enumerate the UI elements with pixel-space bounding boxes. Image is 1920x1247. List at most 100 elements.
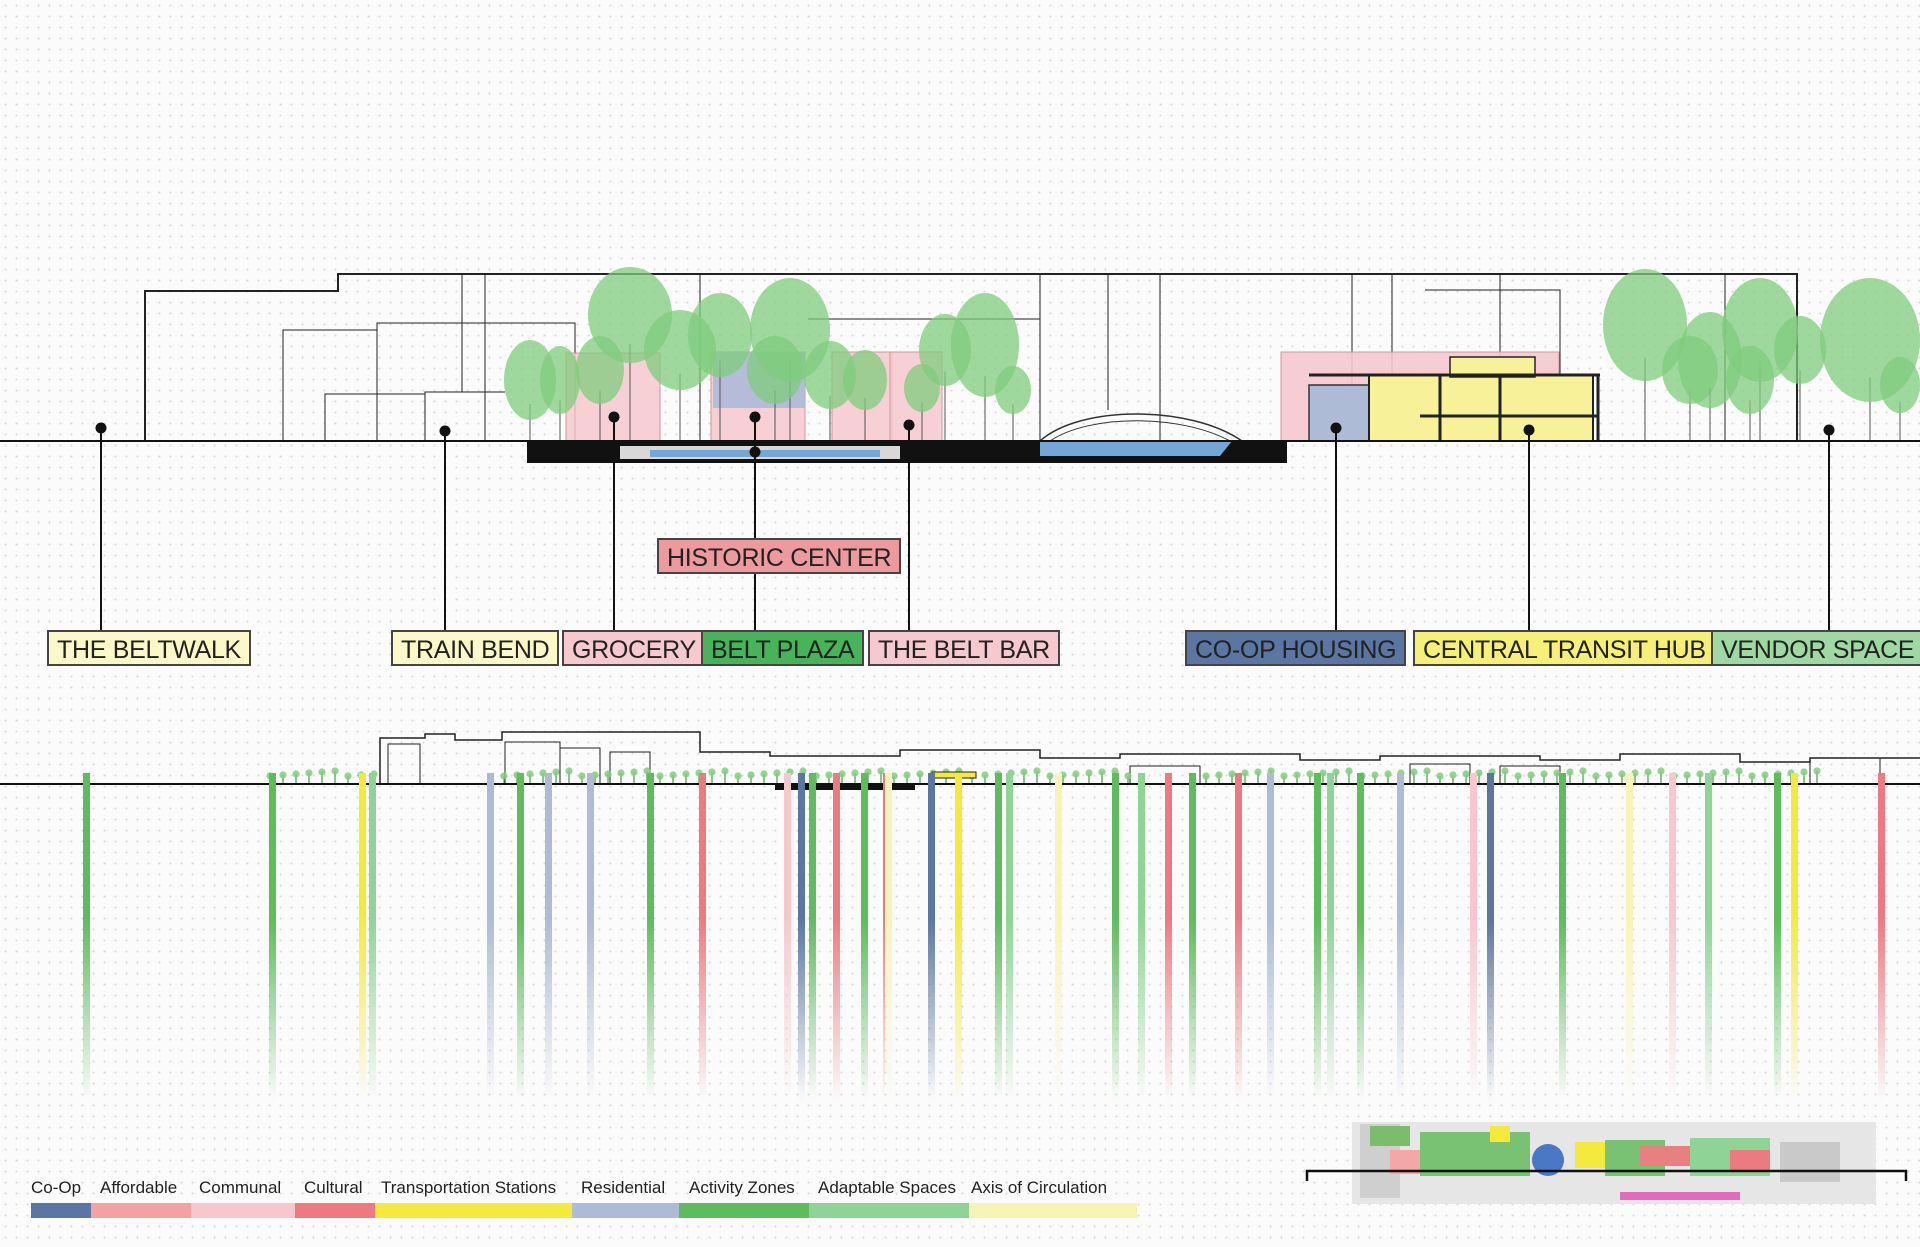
elevation-tree-crown (1228, 770, 1236, 778)
leader-dot (608, 411, 620, 423)
elevation-tree-crown (1033, 767, 1041, 775)
program-stripe-communal (784, 773, 791, 1100)
program-stripe-adaptable (1705, 773, 1712, 1100)
tree-crown (1774, 316, 1826, 384)
legend-label-axis-of-circulation: Axis of Circulation (971, 1178, 1108, 1197)
label-historic-center: HISTORIC CENTER (657, 538, 902, 574)
elevation-tree-crown (1306, 770, 1314, 778)
elevation-tree-crown (1449, 771, 1457, 779)
tree-crown (804, 341, 856, 409)
program-stripe-activity (517, 773, 524, 1100)
elevation-tree-crown (1527, 771, 1535, 779)
legend-swatch-axis-of-circulation (969, 1203, 1137, 1218)
elevation-tree-crown (1475, 769, 1483, 777)
legend-swatch-co-op (31, 1203, 91, 1218)
elevation-tree-crown (1202, 772, 1210, 780)
elevation-tree-crown (981, 771, 989, 779)
leader-dot (749, 411, 761, 423)
legend-swatch-communal (191, 1203, 295, 1218)
elevation-tree-crown (1046, 772, 1054, 780)
program-stripes (83, 773, 1885, 1100)
elevation-tree-crown (708, 768, 716, 776)
program-stripe-coop (1487, 773, 1494, 1100)
tree-crown (951, 293, 1019, 397)
program-stripe-cultural (1235, 773, 1242, 1100)
program-stripe-residential (1397, 773, 1404, 1100)
elevation-tree-crown (1605, 771, 1613, 779)
elevation-tree-crown (1462, 770, 1470, 778)
elevation-tree-crown (526, 770, 534, 778)
elevation-tree-crown (552, 768, 560, 776)
label-grocery: GROCERY (562, 630, 706, 666)
elevation-tree-crown (1761, 771, 1769, 779)
elevation-tree-crown (279, 771, 287, 779)
legend-swatch-transportation-stations (375, 1203, 572, 1218)
program-stripe-transport (1791, 773, 1798, 1100)
program-stripe-adaptable (1327, 773, 1334, 1100)
elevation-tree-crown (1124, 772, 1132, 780)
program-stripe-cultural (833, 773, 840, 1100)
elevation-tree-crown (1657, 767, 1665, 775)
elevation-tree-crown (318, 768, 326, 776)
elevation-tree-crown (1436, 772, 1444, 780)
elevation-tree-crown (1241, 769, 1249, 777)
elevation-tree-crown (1098, 768, 1106, 776)
label-vendor-space: VENDOR SPACE (1711, 630, 1920, 666)
elevation-tree-crown (1514, 772, 1522, 780)
tree-crown (1726, 346, 1774, 414)
elevation-tree-crown (656, 772, 664, 780)
program-stripe-activity (1189, 773, 1196, 1100)
elevation-tree-crown (1540, 770, 1548, 778)
program-stripe-residential (1267, 773, 1274, 1100)
tree-crown (995, 366, 1031, 414)
legend-swatch-adaptable-spaces (809, 1203, 969, 1218)
program-stripe-activity (83, 773, 90, 1100)
elevation-tree-crown (1384, 770, 1392, 778)
elevation-tree-crown (1332, 768, 1340, 776)
elevation-tree-crown (903, 771, 911, 779)
legend-label-activity-zones: Activity Zones (689, 1178, 795, 1197)
tree-crown (843, 350, 887, 410)
elevation-tree-crown (747, 771, 755, 779)
legend-label-residential: Residential (581, 1178, 666, 1197)
program-stripe-residential (487, 773, 494, 1100)
ground-and-plaza (0, 413, 1920, 463)
elevation-tree-crown (1592, 772, 1600, 780)
leader-dot (439, 425, 451, 437)
leader-dot (1823, 424, 1835, 436)
leader-dot (903, 419, 915, 431)
program-stripe-activity (809, 773, 816, 1100)
elevation-tree-crown (1423, 767, 1431, 775)
elevation-tree-crown (799, 767, 807, 775)
legend-swatch-cultural (295, 1203, 375, 1218)
elevation-tree-crown (292, 770, 300, 778)
program-stripe-coop (928, 773, 935, 1100)
elevation-tree-crown (1735, 767, 1743, 775)
elevation-tree-crown (1072, 770, 1080, 778)
elevation-tree-crown (1280, 772, 1288, 780)
program-stripe-adaptable (1138, 773, 1145, 1100)
elevation-tree-crown (877, 767, 885, 775)
program-stripe-axis (1626, 773, 1633, 1100)
elevation-tree-crown (604, 770, 612, 778)
tree-crown (747, 336, 803, 404)
label-the-beltwalk: THE BELTWALK (47, 630, 251, 666)
elevation-tree-crown (1800, 768, 1808, 776)
elevation-tree-crown (617, 769, 625, 777)
legend-swatch-activity-zones (679, 1203, 809, 1218)
legend-label-transportation-stations: Transportation Stations (381, 1178, 557, 1197)
elevation-tree-crown (643, 767, 651, 775)
program-stripe-adaptable (1006, 773, 1013, 1100)
label-the-belt-bar: THE BELT BAR (868, 630, 1060, 666)
elevation-tree-crown (1722, 768, 1730, 776)
elevation-tree-crown (825, 771, 833, 779)
program-stripe-activity (1357, 773, 1364, 1100)
program-stripe-activity (1314, 773, 1321, 1100)
tree-crown (540, 346, 580, 414)
elevation-tree-crown (539, 769, 547, 777)
elevation-tree-crown (721, 767, 729, 775)
label-co-op-housing: CO-OP HOUSING (1185, 630, 1407, 666)
program-stripe-cultural (1878, 773, 1885, 1100)
